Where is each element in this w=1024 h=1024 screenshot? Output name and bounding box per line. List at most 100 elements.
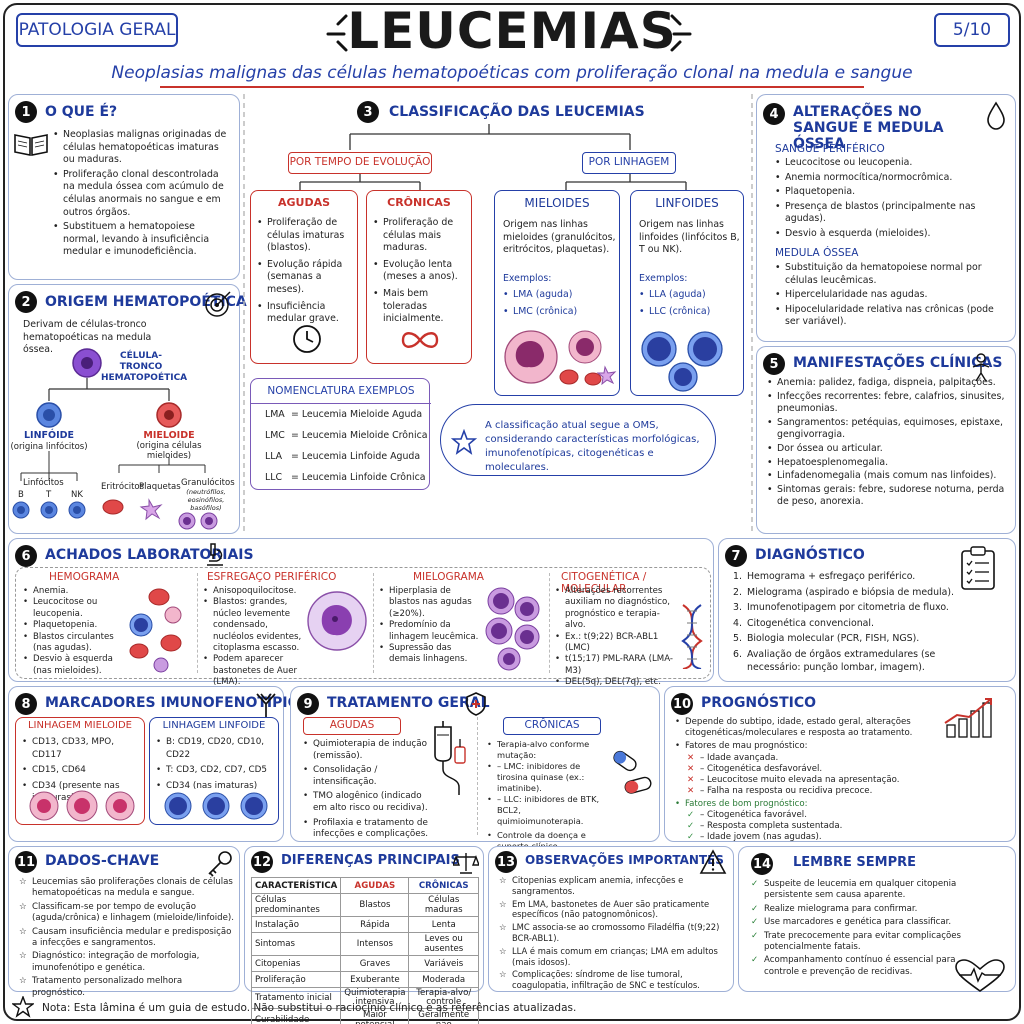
- page-title: LEUCEMIAS: [347, 2, 677, 60]
- clock-icon: [293, 325, 321, 353]
- section-number: 5: [763, 353, 785, 375]
- list-item: Infecções recorrentes: febre, calafrios,…: [767, 391, 1013, 416]
- acute-treatment-tag: AGUDAS: [303, 717, 401, 735]
- list-item-text: Mielograma (aspirado e biópsia de medula…: [747, 586, 955, 598]
- nk-label: NK: [71, 490, 83, 500]
- section-title: O QUE É?: [45, 104, 118, 120]
- heart-pulse-icon: [955, 959, 1005, 992]
- blood-subtitle: SANGUE PERIFÉRICO: [775, 143, 885, 155]
- table-cell: Moderada: [408, 971, 479, 988]
- table-cell: Rápida: [340, 916, 410, 933]
- nomen-abbr: LLA: [265, 451, 283, 462]
- section-number: 14: [751, 853, 773, 875]
- acute-title: AGUDAS: [277, 196, 331, 209]
- list-item: Terapia-alvo conforme mutação:: [487, 739, 607, 761]
- list-item: Fatores de mau prognóstico:: [675, 741, 935, 752]
- list-item: 3.Imunofenotipagem por citometria de flu…: [733, 602, 949, 614]
- table-cell: Células predominantes: [250, 893, 342, 917]
- list-item: Blastos: grandes, núcleo levemente conde…: [203, 597, 309, 654]
- list-item-text: Hemograma + esfregaço periférico.: [747, 571, 916, 582]
- list-item: Em LMA, bastonetes de Auer são praticame…: [499, 899, 731, 921]
- list-item: 1.Hemograma + esfregaço periférico.: [733, 571, 916, 582]
- clipboard-icon: [961, 546, 995, 590]
- myeloid-label: MIELOIDE: [143, 430, 195, 441]
- list-item: LMC (crônica): [503, 306, 617, 319]
- list-item: T: CD3, CD2, CD7, CD5: [156, 764, 280, 777]
- column-header: CRÔNICAS: [408, 877, 479, 894]
- list-item: Leucocitose ou leucopenia.: [775, 157, 1011, 170]
- myelogram-list: Hiperplasia de blastos nas agudas (≥20%)…: [379, 586, 483, 666]
- table-cell: Proliferação: [250, 971, 342, 988]
- list-item: Substituição da hematopoiese normal por …: [775, 262, 1011, 287]
- list-item: Plaquetopenia.: [775, 186, 1011, 199]
- granulocytes-label: Granulócitos: [181, 478, 235, 488]
- clinical-list: Anemia: palidez, fadiga, dispneia, palpi…: [767, 377, 1013, 509]
- good-factors-list: – Citogenética favorável. – Resposta com…: [687, 810, 947, 843]
- lymphocytes-label: Linfócitos: [23, 478, 64, 488]
- list-item: Ex.: t(9;22) BCR-ABL1 (LMC): [555, 632, 677, 655]
- list-item: Use marcadores e genética para classific…: [751, 917, 965, 929]
- good-factors-label: Fatores de bom prognóstico:: [675, 799, 935, 810]
- oms-text: A classificação atual segue a OMS, consi…: [485, 420, 700, 473]
- list-item: LMC associa-se ao cromossomo Filadélfia …: [499, 922, 731, 944]
- list-item: 5.Biologia molecular (PCR, FISH, NGS).: [733, 633, 920, 645]
- list-item: – Citogenética desfavorável.: [687, 764, 947, 775]
- b-label: B: [18, 490, 24, 500]
- list-item: Neoplasias malignas originadas de célula…: [53, 129, 233, 167]
- section-what-is: 1 O QUE É? Neoplasias malignas originada…: [8, 94, 240, 280]
- list-item: Proliferação de células imaturas (blasto…: [257, 217, 355, 255]
- table-cell: Citopenias: [250, 955, 342, 972]
- section-title: DIFERENÇAS PRINCIPAIS: [281, 853, 460, 868]
- list-item: – Idade avançada.: [687, 753, 947, 764]
- myeloid-marker-cells: [29, 790, 135, 822]
- list-item: Desvio à esquerda (nas mieloides).: [23, 654, 123, 677]
- marrow-list: Substituição da hematopoiese normal por …: [775, 262, 1011, 329]
- section-blood-marrow: 4 ALTERAÇÕES NO SANGUE E MEDULA ÓSSEA SA…: [756, 94, 1016, 342]
- iv-bag-icon: [434, 721, 466, 795]
- section-number: 10: [671, 693, 693, 715]
- microscope-icon: [207, 543, 223, 566]
- observations-list: Citopenias explicam anemia, infecções e …: [499, 875, 731, 991]
- acute-treatment-list: Quimioterapia de indução (remissão). Con…: [303, 739, 431, 841]
- nomenclature-box: NOMENCLATURA EXEMPLOS LMA= Leucemia Miel…: [250, 378, 431, 490]
- section-number: 8: [15, 693, 37, 715]
- good-label-list: Fatores de bom prognóstico:: [675, 799, 935, 810]
- section-number: 4: [763, 103, 785, 125]
- lymphoid-label: LINFÓIDE: [23, 430, 74, 441]
- nomen-meaning: = Leucemia Linfoide Crônica: [291, 472, 426, 483]
- chronic-treatment-list: Terapia-alvo conforme mutação: – LMC: in…: [487, 739, 607, 852]
- myeloid-examples-label: Exemplos:: [503, 273, 552, 284]
- section-number: 13: [495, 851, 517, 873]
- section-diagnosis: 7 DIAGNÓSTICO 1.Hemograma + esfregaço pe…: [718, 538, 1016, 682]
- section-number: 9: [297, 693, 319, 715]
- nomen-abbr: LMC: [265, 430, 285, 441]
- nomenclature-title: NOMENCLATURA EXEMPLOS: [267, 385, 415, 397]
- smear-title: ESFREGAÇO PERIFÉRICO: [207, 571, 337, 583]
- section-clinical: 5 MANIFESTAÇÕES CLÍNICAS Anemia: palidez…: [756, 346, 1016, 534]
- section-origin: 2 ORIGEM HEMATOPOÉTICA Derivam de célula…: [8, 284, 247, 534]
- lab-panel-border: [15, 567, 711, 679]
- list-item: Leucemias são proliferações clonais de c…: [19, 877, 235, 900]
- bad-factors-list: – Idade avançada. – Citogenética desfavo…: [687, 753, 947, 797]
- list-item: 6.Avaliação de órgãos extramedulares (se…: [733, 648, 936, 673]
- list-item: Acompanhamento contínuo é essencial para…: [751, 955, 965, 978]
- what-is-list: Neoplasias malignas originadas de célula…: [53, 129, 233, 259]
- remember-list: Suspeite de leucemia em qualquer citopen…: [751, 879, 965, 978]
- prognosis-list: Depende do subtipo, idade, estado geral,…: [675, 717, 935, 752]
- table-cell: Geralmente não: [408, 1008, 479, 1024]
- list-item: CD13, CD33, MPO, CD117: [22, 736, 146, 761]
- list-item: – Leucocitose muito elevada na apresenta…: [687, 775, 947, 786]
- list-item: Sangramentos: petéquias, equimoses, epis…: [767, 417, 1013, 442]
- nomen-row: LMC= Leucemia Mieloide Crônica: [265, 430, 429, 443]
- key-data-list: Leucemias são proliferações clonais de c…: [19, 877, 235, 999]
- lymphoid-examples-label: Exemplos:: [639, 273, 688, 284]
- list-item: Anemia.: [23, 586, 123, 598]
- nomen-abbr: LMA: [265, 409, 285, 420]
- section-observations: 13 OBSERVAÇÕES IMPORTANTES Citopenias ex…: [488, 846, 734, 992]
- list-item-text: Citogenética convencional.: [747, 617, 875, 629]
- list-item: Podem aparecer bastonetes de Auer (LMA).: [203, 654, 309, 688]
- column-header: AGUDAS: [340, 877, 410, 894]
